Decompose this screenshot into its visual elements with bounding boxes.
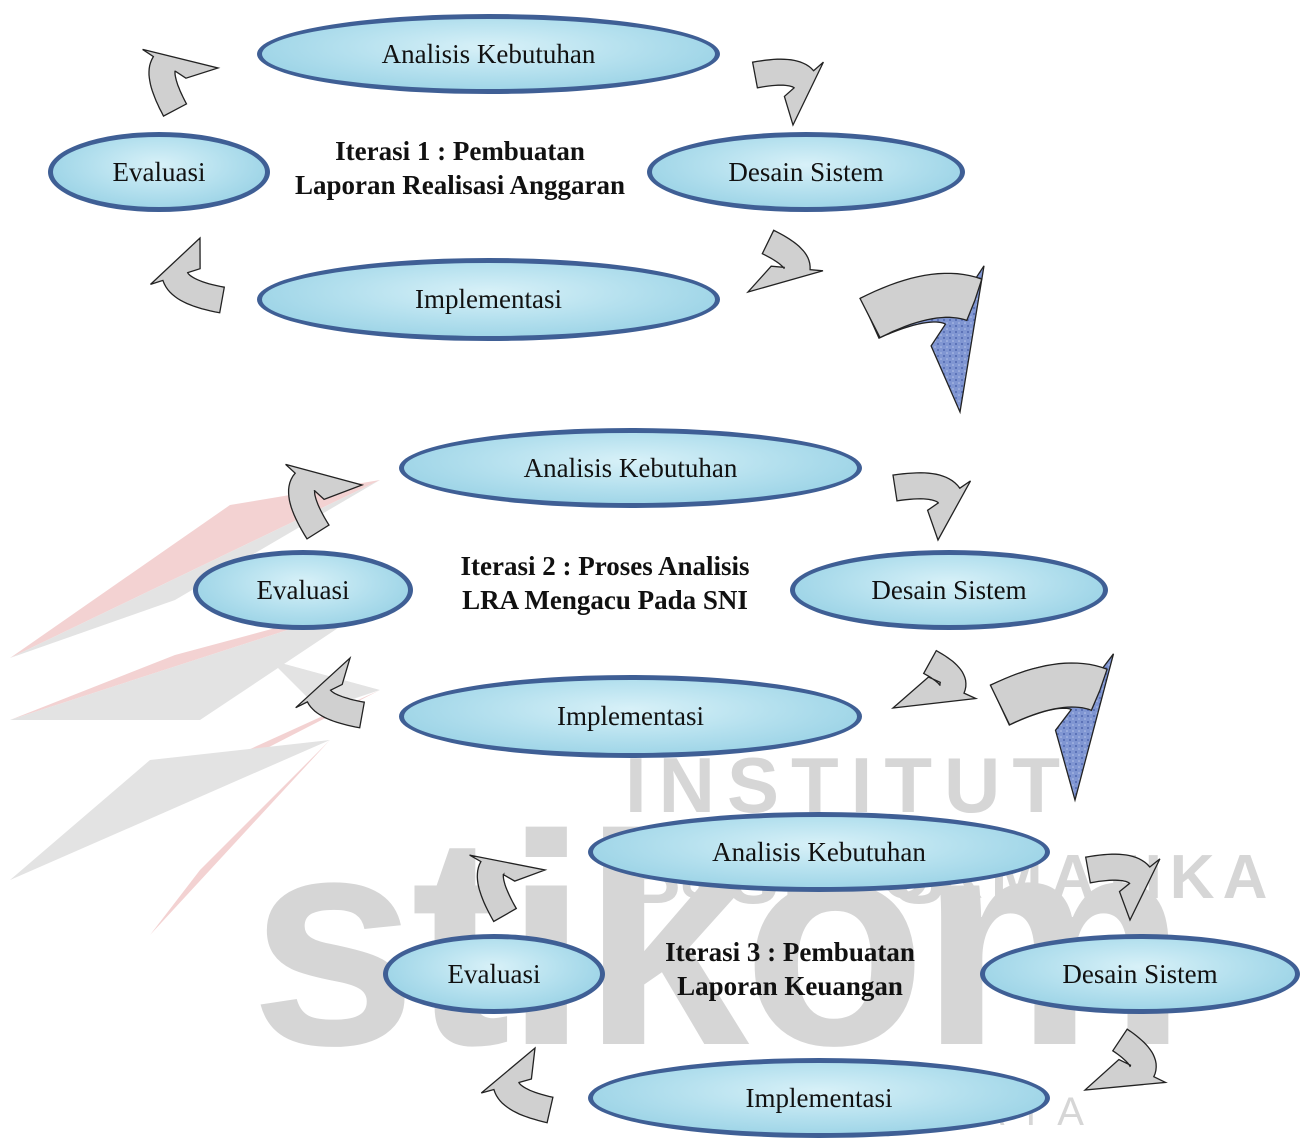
iter3-analisis-label: Analisis Kebutuhan: [712, 836, 926, 867]
iter2-arrow-desain-to-implementasi-icon: [890, 649, 979, 709]
iter3-arrow-desain-to-implementasi-icon: [1083, 1028, 1168, 1091]
iter1-arrow-desain-to-implementasi-icon: [746, 229, 824, 294]
iter3-implementasi-label: Implementasi: [745, 1082, 893, 1113]
iter1-desain-label: Desain Sistem: [728, 156, 884, 187]
iter1-desain-oval: Desain Sistem: [647, 132, 965, 212]
iter2-desain-label: Desain Sistem: [871, 574, 1027, 605]
iter3-evaluasi-oval: Evaluasi: [383, 934, 605, 1014]
iter2-desain-oval: Desain Sistem: [790, 550, 1108, 630]
iter3-analisis-oval: Analisis Kebutuhan: [588, 812, 1050, 892]
iter1-title: Iterasi 1 : Pembuatan Laporan Realisasi …: [250, 134, 670, 202]
iter2-analisis-oval: Analisis Kebutuhan: [399, 428, 862, 508]
iter1-evaluasi-label: Evaluasi: [112, 156, 206, 187]
iter3-implementasi-oval: Implementasi: [588, 1058, 1050, 1138]
iter3-evaluasi-label: Evaluasi: [447, 958, 541, 989]
iter2-title: Iterasi 2 : Proses Analisis LRA Mengacu …: [395, 549, 815, 617]
iter3-arrow-analisis-to-desain-icon: [1084, 853, 1161, 922]
iteration2-transition-tail-icon: [989, 662, 1108, 726]
iter3-arrow-evaluasi-to-analisis-icon: [469, 854, 548, 923]
iter1-implementasi-label: Implementasi: [415, 284, 562, 314]
iter1-arrow-analisis-to-desain-icon: [751, 58, 824, 127]
iter1-analisis-label: Analisis Kebutuhan: [381, 38, 596, 69]
iter2-arrow-evaluasi-to-analisis-icon: [285, 463, 365, 540]
iter2-implementasi-oval: Implementasi: [399, 675, 862, 758]
iter2-evaluasi-label: Evaluasi: [256, 574, 350, 605]
iter1-title-line2: Laporan Realisasi Anggaran: [294, 170, 626, 200]
iter2-title-line2: LRA Mengacu Pada SNI: [462, 585, 748, 615]
iter2-arrow-analisis-to-desain-icon: [892, 472, 972, 542]
iter2-analisis-label: Analisis Kebutuhan: [523, 452, 738, 483]
iter1-evaluasi-oval: Evaluasi: [48, 132, 270, 212]
iter2-title-line1: Iterasi 2 : Proses Analisis: [460, 551, 750, 581]
iter2-evaluasi-oval: Evaluasi: [193, 550, 413, 630]
iter3-arrow-implementasi-to-evaluasi-icon: [480, 1046, 554, 1124]
iter3-title-line1: Iterasi 3 : Pembuatan: [665, 937, 915, 967]
iter2-arrow-implementasi-to-evaluasi-icon: [295, 655, 366, 729]
iter3-title: Iterasi 3 : Pembuatan Laporan Keuangan: [585, 935, 995, 1003]
iter1-arrow-evaluasi-to-analisis-icon: [142, 48, 221, 117]
iter1-arrow-implementasi-to-evaluasi-icon: [150, 236, 226, 314]
iter1-implementasi-oval: Implementasi: [257, 258, 720, 341]
iter2-implementasi-label: Implementasi: [557, 701, 704, 731]
iter3-title-line2: Laporan Keuangan: [677, 971, 903, 1001]
iteration1-transition-tail-icon: [859, 272, 983, 339]
iter3-desain-oval: Desain Sistem: [980, 934, 1300, 1014]
iter1-analisis-oval: Analisis Kebutuhan: [257, 14, 720, 94]
iter1-title-line1: Iterasi 1 : Pembuatan: [335, 136, 585, 166]
iter3-desain-label: Desain Sistem: [1062, 958, 1218, 989]
